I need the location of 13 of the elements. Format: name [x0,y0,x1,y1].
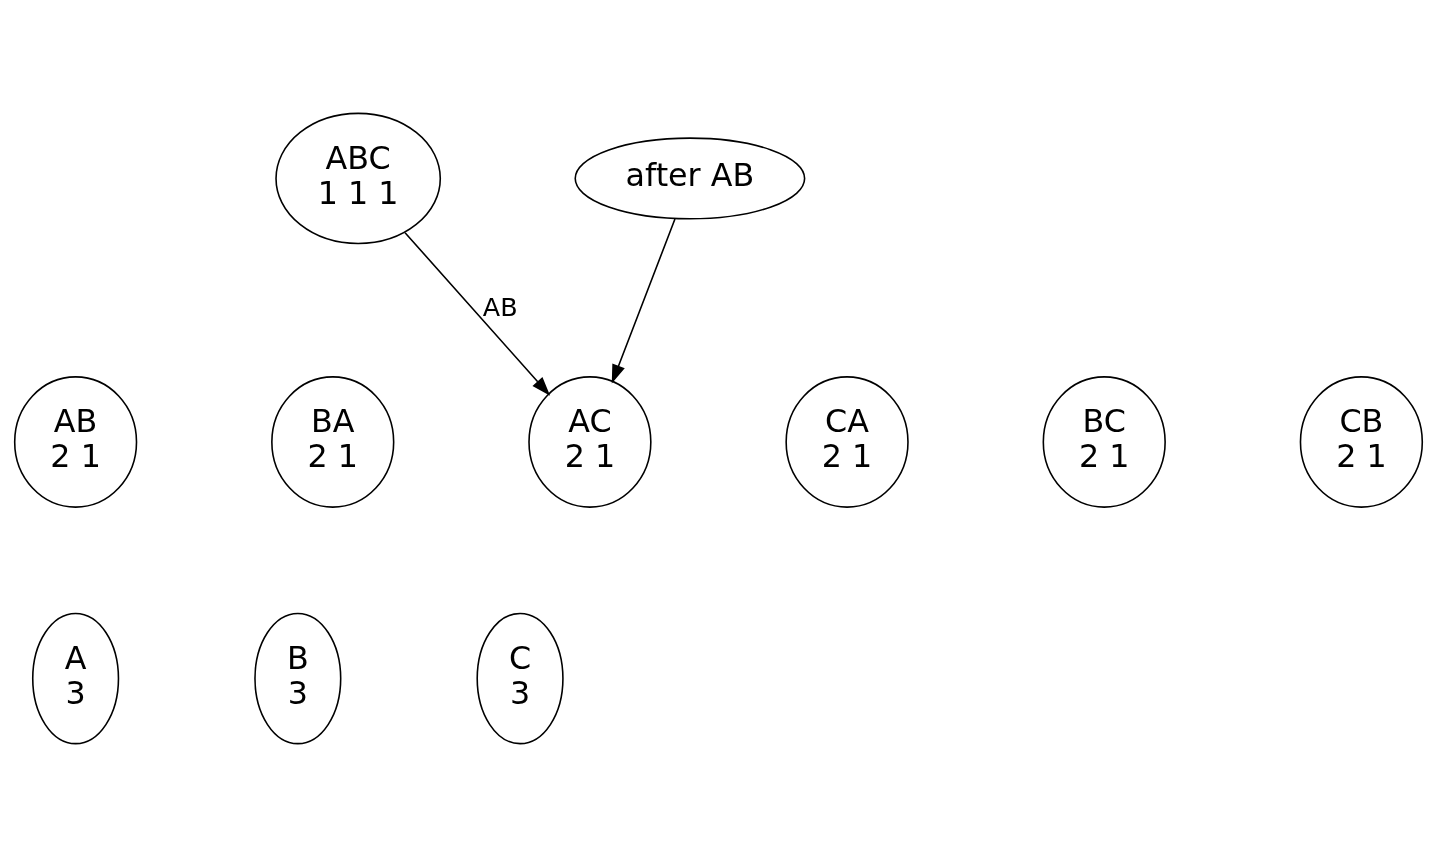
node-ellipse: after AB [574,136,806,220]
arrow [404,231,551,396]
arrow [611,217,676,384]
node-ellipse: ABC 1 1 1 [275,112,442,244]
node-circle: CB 2 1 [1299,375,1424,508]
node-circle: AB 2 1 [13,375,138,508]
node-ellipse: B 3 [254,612,342,744]
node-ellipse: C 3 [476,612,564,744]
node-circle: BC 2 1 [1042,375,1166,508]
node-ellipse: A 3 [31,612,120,744]
edge-label: AB [482,291,518,322]
node-circle: CA 2 1 [785,375,909,508]
node-circle: BA 2 1 [271,375,395,508]
